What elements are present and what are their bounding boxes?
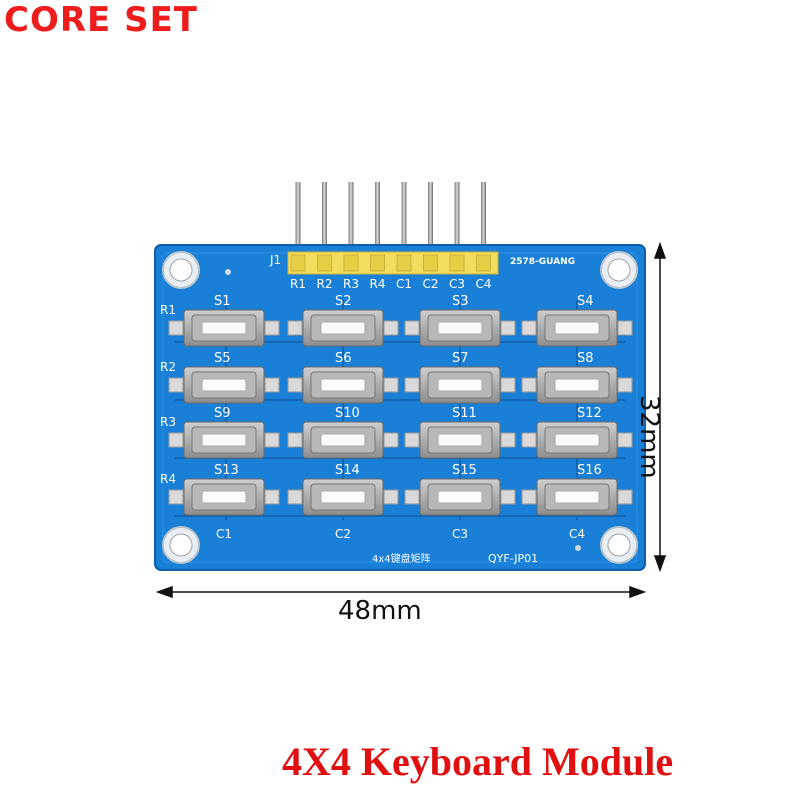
tact-switch: S7 (404, 351, 516, 404)
switch-cap (554, 490, 600, 504)
header-pins (295, 182, 486, 260)
tact-switch: S10 (287, 406, 399, 459)
switch-label: S6 (335, 351, 352, 366)
switch-label: S4 (577, 294, 594, 309)
model-label: QYF-JP01 (488, 552, 538, 565)
tact-switch: S6 (287, 351, 399, 404)
chinese-label: 4x4键盘矩阵 (372, 552, 431, 565)
header-pin (454, 182, 460, 260)
tact-switch: S2 (287, 294, 399, 347)
tact-switch: S8 (521, 351, 633, 404)
switch-cap (201, 321, 247, 335)
header-pin (322, 182, 327, 260)
header-pin (348, 182, 354, 260)
switch-label: S7 (452, 351, 469, 366)
switch-cap (320, 433, 366, 447)
tact-switch: S9 (168, 406, 280, 459)
col-label: C2 (335, 527, 351, 541)
tact-switch: S3 (404, 294, 516, 347)
pin-label: R2 (317, 277, 333, 291)
brand-logo: CORE SET (4, 0, 199, 40)
pin-label: C3 (449, 277, 465, 291)
pin-label: R3 (343, 277, 359, 291)
header-pin (295, 182, 301, 260)
switch-cap (437, 433, 483, 447)
tact-switch: S15 (404, 463, 516, 516)
dimension-arrows (155, 241, 667, 599)
tact-switch: S5 (168, 351, 280, 404)
switch-label: S2 (335, 294, 352, 309)
mounting-holes (162, 251, 638, 564)
header-pin (401, 182, 407, 260)
switch-cap (201, 490, 247, 504)
switch-cap (437, 378, 483, 392)
row-label: R2 (160, 360, 176, 374)
pin-label: C2 (423, 277, 439, 291)
switch-label: S10 (335, 406, 360, 421)
col-label: C3 (452, 527, 468, 541)
switch-label: S14 (335, 463, 360, 478)
switch-label: S1 (214, 294, 231, 309)
row-label: R3 (160, 415, 176, 429)
switch-cap (437, 321, 483, 335)
header-label: J1 (269, 253, 281, 267)
switch-label: S3 (452, 294, 469, 309)
switch-cap (554, 433, 600, 447)
tact-switch: S11 (404, 406, 516, 459)
switch-label: S11 (452, 406, 477, 421)
switch-label: S9 (214, 406, 231, 421)
switch-label: S12 (577, 406, 602, 421)
switch-cap (320, 378, 366, 392)
pin-label: C1 (396, 277, 412, 291)
switch-cap (437, 490, 483, 504)
tact-switch: S16 (521, 463, 633, 516)
tact-switch: S13 (168, 463, 280, 516)
switch-cap (320, 490, 366, 504)
pin-label: R4 (370, 277, 386, 291)
switch-label: S8 (577, 351, 594, 366)
tact-switch: S14 (287, 463, 399, 516)
row-label: R4 (160, 472, 176, 486)
pin-label: C4 (476, 277, 492, 291)
height-dimension: 32mm (634, 395, 664, 479)
switch-label: S13 (214, 463, 239, 478)
switch-cap (320, 321, 366, 335)
header-pin (481, 182, 486, 260)
tact-switch: S1 (168, 294, 280, 347)
switch-label: S15 (452, 463, 477, 478)
col-label: C1 (216, 527, 232, 541)
width-dimension: 48mm (338, 596, 422, 626)
pin-header (287, 251, 499, 275)
part-code: 2578-GUANG (510, 257, 575, 267)
switch-label: S16 (577, 463, 602, 478)
header-pin (428, 182, 433, 260)
switch-cap (554, 378, 600, 392)
tact-switch: S12 (521, 406, 633, 459)
header-pin (375, 182, 380, 260)
pin-label: R1 (290, 277, 306, 291)
switch-cap (554, 321, 600, 335)
switch-cap (201, 433, 247, 447)
col-label: C4 (569, 527, 585, 541)
product-caption: 4X4 Keyboard Module (282, 739, 674, 784)
switch-cap (201, 378, 247, 392)
tact-switch: S4 (521, 294, 633, 347)
switch-label: S5 (214, 351, 231, 366)
row-label: R1 (160, 303, 176, 317)
